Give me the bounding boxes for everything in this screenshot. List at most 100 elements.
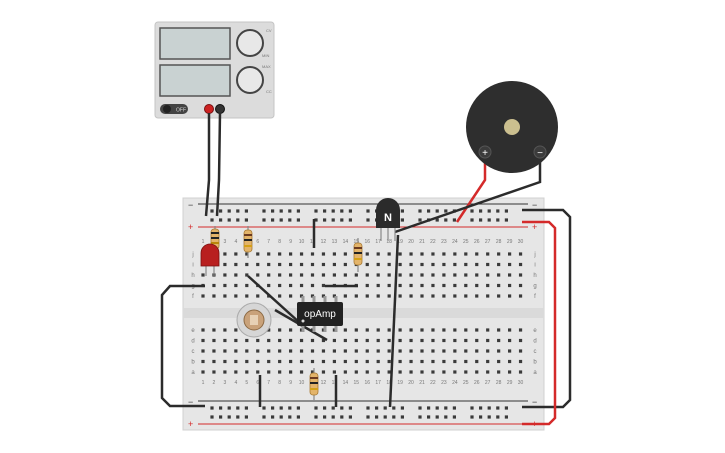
- breadboard-hole[interactable]: [299, 359, 304, 364]
- breadboard-hole[interactable]: [453, 283, 457, 288]
- breadboard-hole[interactable]: [518, 273, 523, 277]
- breadboard-hole[interactable]: [486, 273, 490, 277]
- breadboard-hole[interactable]: [475, 273, 479, 277]
- rail-hole[interactable]: [470, 406, 474, 410]
- breadboard-hole[interactable]: [486, 328, 490, 332]
- breadboard-hole[interactable]: [310, 262, 315, 267]
- breadboard-hole[interactable]: [486, 262, 490, 267]
- breadboard-hole[interactable]: [343, 328, 347, 332]
- breadboard-hole[interactable]: [234, 262, 238, 267]
- breadboard-hole[interactable]: [518, 262, 523, 267]
- breadboard-hole[interactable]: [409, 328, 413, 332]
- breadboard-hole[interactable]: [486, 294, 490, 298]
- rail-hole[interactable]: [418, 415, 422, 419]
- breadboard-hole[interactable]: [431, 338, 435, 343]
- breadboard-hole[interactable]: [245, 283, 249, 288]
- rail-hole[interactable]: [487, 415, 491, 419]
- rail-hole[interactable]: [479, 406, 483, 410]
- breadboard-hole[interactable]: [256, 359, 260, 364]
- breadboard-hole[interactable]: [442, 328, 446, 332]
- breadboard-hole[interactable]: [518, 328, 523, 332]
- breadboard-hole[interactable]: [518, 349, 523, 353]
- rail-hole[interactable]: [340, 415, 344, 419]
- breadboard-hole[interactable]: [201, 273, 205, 277]
- breadboard-hole[interactable]: [453, 338, 457, 343]
- breadboard-hole[interactable]: [278, 359, 282, 364]
- breadboard-hole[interactable]: [376, 262, 380, 267]
- breadboard-hole[interactable]: [508, 273, 512, 277]
- breadboard-hole[interactable]: [278, 252, 282, 256]
- breadboard-hole[interactable]: [310, 252, 315, 256]
- rail-hole[interactable]: [452, 415, 456, 419]
- buzzer-positive-terminal[interactable]: [478, 145, 492, 159]
- breadboard-hole[interactable]: [234, 349, 238, 353]
- breadboard-hole[interactable]: [431, 294, 435, 298]
- rail-hole[interactable]: [479, 209, 483, 213]
- breadboard-hole[interactable]: [234, 294, 238, 298]
- breadboard-hole[interactable]: [267, 370, 271, 374]
- breadboard-hole[interactable]: [497, 273, 501, 277]
- breadboard-hole[interactable]: [354, 273, 358, 277]
- breadboard-hole[interactable]: [409, 338, 413, 343]
- rail-hole[interactable]: [496, 415, 500, 419]
- rail-hole[interactable]: [331, 209, 335, 213]
- breadboard-hole[interactable]: [310, 273, 315, 277]
- breadboard-hole[interactable]: [518, 283, 523, 288]
- breadboard-hole[interactable]: [321, 328, 326, 332]
- breadboard-hole[interactable]: [508, 283, 512, 288]
- rail-hole[interactable]: [227, 415, 231, 419]
- breadboard-hole[interactable]: [464, 328, 468, 332]
- breadboard-hole[interactable]: [321, 359, 326, 364]
- rail-hole[interactable]: [400, 415, 404, 419]
- breadboard-hole[interactable]: [299, 262, 304, 267]
- breadboard-hole[interactable]: [431, 252, 435, 256]
- breadboard-hole[interactable]: [398, 294, 402, 298]
- rail-hole[interactable]: [452, 406, 456, 410]
- breadboard-hole[interactable]: [464, 338, 468, 343]
- breadboard-hole[interactable]: [256, 370, 260, 374]
- breadboard-hole[interactable]: [321, 338, 326, 343]
- rail-hole[interactable]: [470, 218, 474, 222]
- breadboard-hole[interactable]: [321, 262, 326, 267]
- breadboard-hole[interactable]: [431, 370, 435, 374]
- breadboard-hole[interactable]: [365, 294, 369, 298]
- rail-hole[interactable]: [323, 415, 327, 419]
- breadboard-hole[interactable]: [453, 349, 457, 353]
- breadboard-hole[interactable]: [310, 283, 315, 288]
- breadboard-hole[interactable]: [212, 294, 216, 298]
- rail-hole[interactable]: [279, 218, 283, 222]
- breadboard-hole[interactable]: [201, 338, 205, 343]
- rail-hole[interactable]: [340, 218, 344, 222]
- breadboard-hole[interactable]: [223, 370, 227, 374]
- breadboard-hole[interactable]: [234, 328, 238, 332]
- breadboard-hole[interactable]: [518, 338, 523, 343]
- breadboard-hole[interactable]: [431, 328, 435, 332]
- breadboard-hole[interactable]: [431, 359, 435, 364]
- breadboard-hole[interactable]: [398, 349, 402, 353]
- rail-hole[interactable]: [383, 406, 387, 410]
- photoresistor[interactable]: [236, 302, 272, 338]
- rail-hole[interactable]: [400, 209, 404, 213]
- breadboard-hole[interactable]: [234, 338, 238, 343]
- rail-hole[interactable]: [487, 209, 491, 213]
- rail-hole[interactable]: [331, 415, 335, 419]
- rail-hole[interactable]: [444, 218, 448, 222]
- breadboard-hole[interactable]: [409, 349, 413, 353]
- power-supply[interactable]: CV MIN MAX CC OFF: [154, 21, 275, 119]
- breadboard-hole[interactable]: [409, 359, 413, 364]
- breadboard-hole[interactable]: [409, 283, 413, 288]
- rail-hole[interactable]: [348, 209, 352, 213]
- rail-hole[interactable]: [418, 218, 422, 222]
- resistor-3[interactable]: [353, 238, 363, 272]
- breadboard-hole[interactable]: [299, 349, 304, 353]
- breadboard-hole[interactable]: [256, 349, 260, 353]
- rail-hole[interactable]: [496, 209, 500, 213]
- wire-vertical-long[interactable]: [388, 234, 400, 408]
- breadboard-hole[interactable]: [464, 359, 468, 364]
- current-knob[interactable]: [236, 66, 264, 94]
- breadboard-hole[interactable]: [310, 338, 315, 343]
- breadboard-hole[interactable]: [387, 283, 391, 288]
- breadboard-hole[interactable]: [343, 262, 347, 267]
- rail-hole[interactable]: [227, 406, 231, 410]
- breadboard-hole[interactable]: [376, 283, 380, 288]
